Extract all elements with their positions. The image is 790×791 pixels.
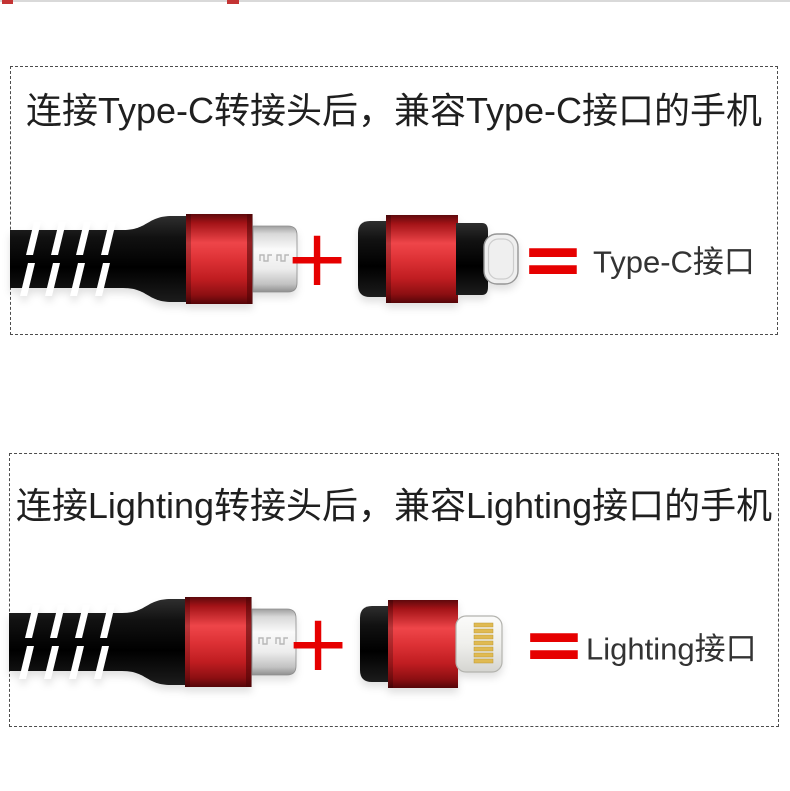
braid-notches [19,605,115,679]
section-title: 连接Lighting转接头后，兼容Lighting接口的手机 [15,485,773,526]
type-c-adapter-icon [352,211,524,312]
red-corner-mark [2,0,13,4]
micro-usb-cable-icon [10,199,300,324]
tip-crimp-marks [258,637,271,645]
adapter-collar [456,223,488,295]
lightning-pins [473,622,494,664]
braid-notches [20,222,116,296]
red-metal-band [185,597,251,687]
lightning-section: 连接Lighting转接头后，兼容Lighting接口的手机 + [9,453,779,727]
plus-sign: + [285,599,351,689]
top-divider-line [0,0,790,2]
tip-crimp-marks [276,254,289,262]
micro-usb-tip [252,225,298,293]
adapter-cap [358,221,388,297]
port-label: Type-C接口 [593,244,755,280]
lightning-adapter-icon [354,596,506,697]
type-c-section: 连接Type-C转接头后，兼容Type-C接口的手机 + [10,66,778,335]
micro-usb-tip [251,608,297,676]
red-corner-mark [227,0,239,4]
section-title: 连接Type-C转接头后，兼容Type-C接口的手机 [25,90,763,131]
equals-sign: = [522,599,586,688]
adapter-body [388,600,458,688]
tip-crimp-marks [275,637,288,645]
adapter-body [386,215,458,303]
type-c-plug [483,233,519,285]
adapter-cap [360,606,390,682]
red-metal-band [186,214,252,304]
equals-sign: = [521,214,585,303]
micro-usb-cable-icon [9,582,299,707]
plus-sign: + [284,214,350,304]
port-label: Lighting接口 [586,631,757,667]
tip-crimp-marks [259,254,272,262]
